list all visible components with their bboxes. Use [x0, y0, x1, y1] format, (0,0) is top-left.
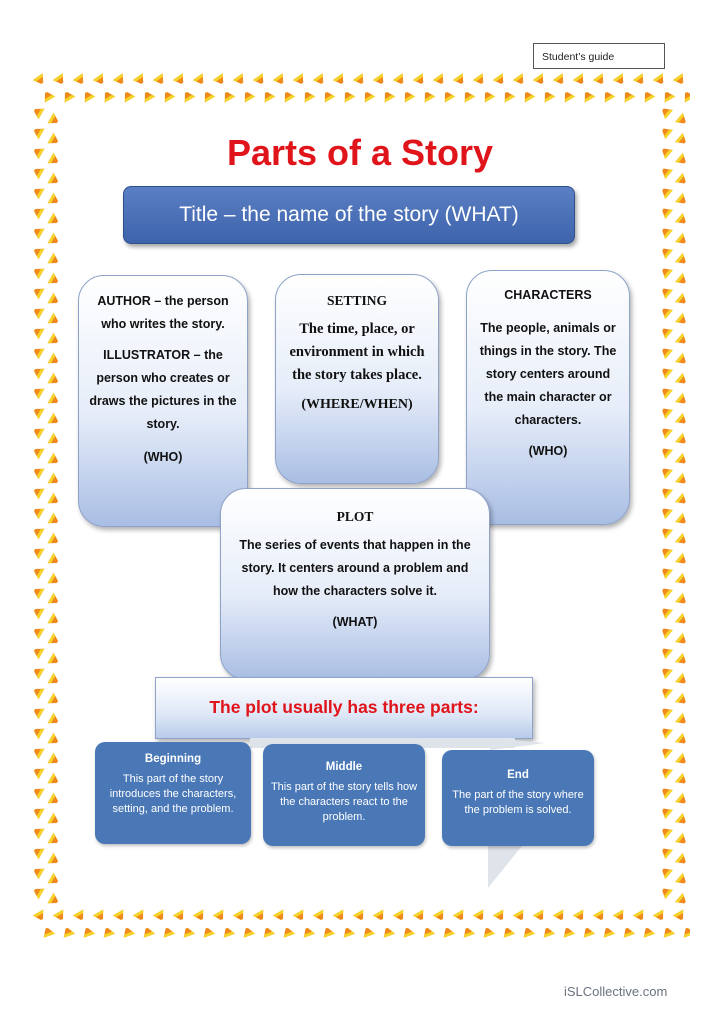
plot-heading: PLOT — [336, 509, 374, 524]
progress-arrow — [250, 738, 545, 888]
setting-card: SETTING The time, place, or environment … — [275, 274, 439, 484]
title-definition-bar: Title – the name of the story (WHAT) — [123, 186, 575, 244]
setting-heading: SETTING — [326, 293, 388, 308]
characters-body: The people, animals or things in the sto… — [479, 321, 617, 427]
plot-parts-subheading: The plot usually has three parts: — [155, 677, 533, 739]
step-end: End The part of the story where the prob… — [442, 750, 594, 846]
plot-tag: (WHAT) — [332, 615, 378, 629]
students-guide-label: Student’s guide — [533, 43, 665, 69]
setting-body: The time, place, or environment in which… — [289, 321, 425, 383]
author-card: AUTHOR – the person who writes the story… — [78, 275, 248, 527]
page-title: Parts of a Story — [226, 132, 494, 173]
author-tag: (WHO) — [143, 450, 183, 464]
characters-card: CHARACTERS The people, animals or things… — [466, 270, 630, 525]
step-end-heading: End — [507, 769, 529, 781]
step-beginning-body: This part of the story introduces the ch… — [109, 773, 237, 815]
characters-heading: CHARACTERS — [504, 288, 592, 302]
plot-body: The series of events that happen in the … — [239, 538, 471, 598]
characters-tag: (WHO) — [528, 444, 568, 458]
step-middle: Middle This part of the story tells how … — [263, 744, 425, 846]
setting-tag: (WHERE/WHEN) — [301, 397, 413, 412]
step-middle-body: This part of the story tells how the cha… — [270, 781, 418, 823]
author-definition: AUTHOR – the person who writes the story… — [97, 294, 229, 331]
step-beginning: Beginning This part of the story introdu… — [95, 742, 251, 844]
step-end-body: The part of the story where the problem … — [452, 789, 584, 816]
plot-card: PLOT The series of events that happen in… — [220, 488, 490, 680]
illustrator-definition: ILLUSTRATOR – the person who creates or … — [89, 348, 237, 431]
step-beginning-heading: Beginning — [144, 753, 202, 765]
step-middle-heading: Middle — [325, 761, 363, 773]
watermark: iSLCollective.com — [564, 984, 668, 999]
